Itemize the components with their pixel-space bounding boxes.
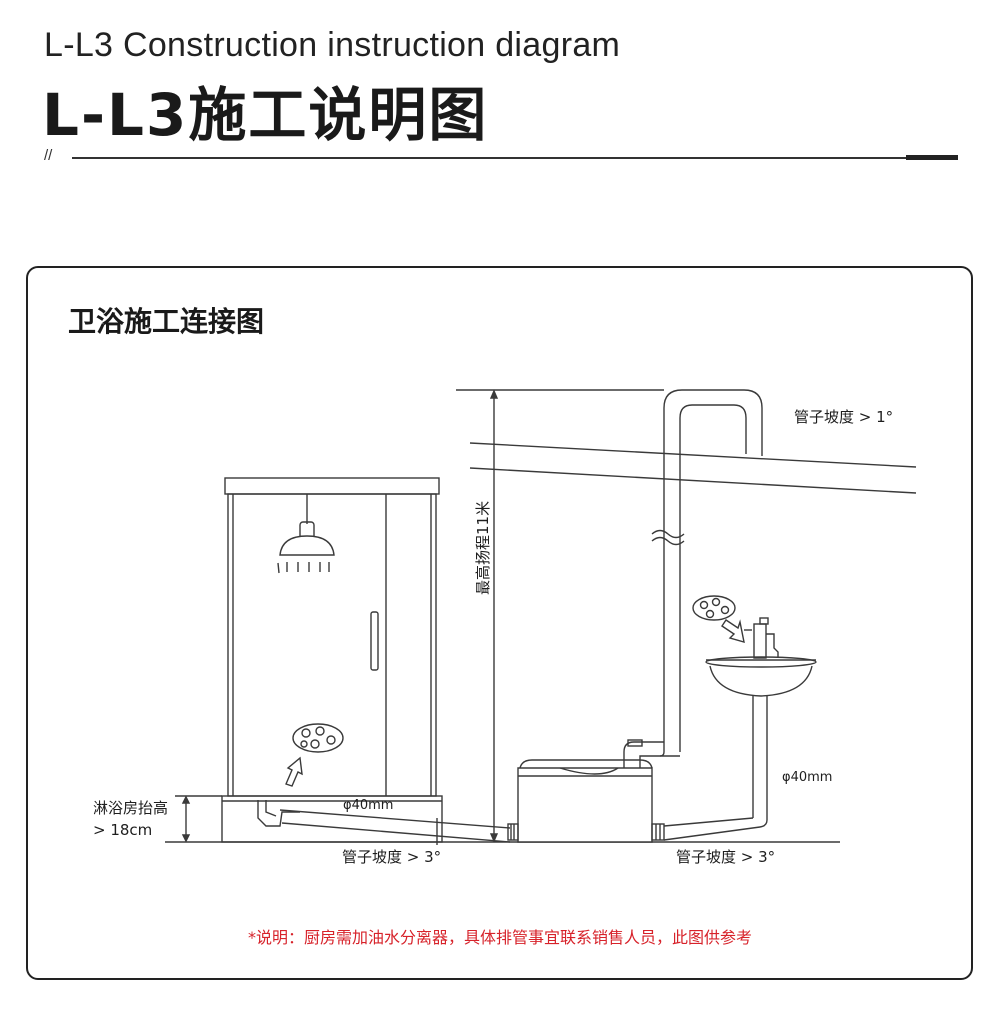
shower-head-icon <box>277 494 335 574</box>
basin <box>705 617 817 697</box>
label-shower-raise-line2: > 18cm <box>93 821 152 839</box>
header-rule <box>72 157 912 159</box>
pump-unit <box>507 739 665 843</box>
shower-raise-dimension <box>175 795 222 843</box>
label-slope-bottom-left: 管子坡度 > 3° <box>342 848 441 866</box>
panel-title: 卫浴施工连接图 <box>68 305 265 338</box>
door-handle <box>370 611 379 671</box>
title-english: L-L3 Construction instruction diagram <box>44 26 621 64</box>
label-max-head: 最高扬程11米 <box>474 501 492 595</box>
title-chinese: L-L3施工说明图 <box>42 81 489 149</box>
diagram-panel <box>26 266 973 980</box>
shower-enclosure <box>221 477 443 843</box>
separator-slashes: // <box>44 147 53 164</box>
ceiling-line-lower <box>469 467 917 494</box>
label-slope-top: 管子坡度 > 1° <box>794 408 893 426</box>
label-diameter-right: φ40mm <box>782 770 832 785</box>
discharge-riser <box>648 389 763 757</box>
sink-flow-arrow-icon <box>721 619 745 643</box>
right-inlet-pipe <box>663 696 768 841</box>
sink-drain-icon <box>692 595 736 621</box>
left-inlet-pipe <box>279 809 511 845</box>
label-slope-bottom-right: 管子坡度 > 3° <box>676 848 775 866</box>
floor-drain-icon <box>292 723 344 753</box>
label-diameter-left: φ40mm <box>343 798 393 813</box>
max-head-dimension <box>456 389 664 843</box>
ceiling-line-upper <box>469 442 917 468</box>
flow-arrow-icon <box>285 756 303 787</box>
header-rule-accent <box>906 155 958 160</box>
label-shower-raise-line1: 淋浴房抬高 <box>93 799 168 817</box>
panel-note: *说明：厨房需加油水分离器，具体排管事宜联系销售人员，此图供参考 <box>247 928 752 947</box>
shower-outlet <box>257 800 300 827</box>
